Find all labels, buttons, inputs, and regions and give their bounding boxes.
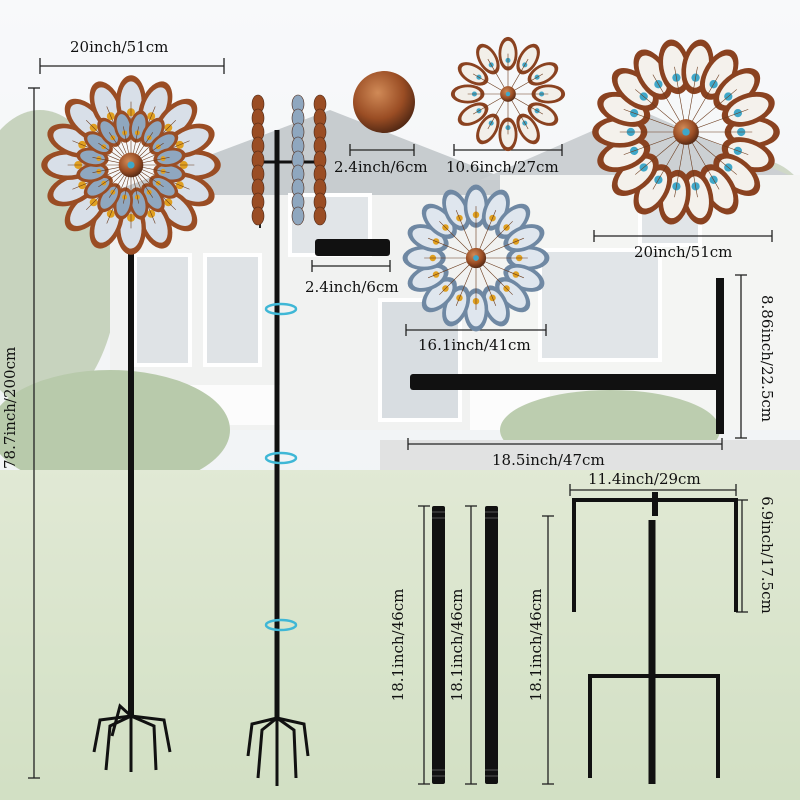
spinner-width-label: 20inch/51cm: [70, 38, 169, 56]
copper-cap: [353, 71, 415, 133]
assembled-spinner: [41, 75, 221, 772]
ground-base-stake: [572, 492, 738, 784]
large-copper-wheel: [592, 39, 780, 225]
pole-segment-1-label: 18.1inch/46cm: [389, 588, 407, 702]
pole-segments: [432, 506, 498, 784]
stake-base-side: [246, 716, 310, 786]
pole-segment-2-label: 18.1inch/46cm: [448, 588, 466, 702]
t-bar-stake: [410, 278, 724, 434]
base-width-label: 11.4inch/29cm: [588, 470, 701, 488]
total-height-label: 78.7inch/200cm: [1, 346, 19, 469]
t-bar-length-label: 18.5inch/47cm: [492, 451, 605, 469]
connector-tube: [315, 239, 390, 256]
assembled-spinner-side: [246, 94, 327, 786]
pole-segment-3-label: 18.1inch/46cm: [527, 588, 545, 702]
medium-wheel-label: 16.1inch/41cm: [418, 336, 531, 354]
large-wheel-label: 20inch/51cm: [634, 243, 733, 261]
dimension-lines: [28, 58, 773, 785]
spinner-wheel-front: [41, 75, 221, 255]
stake-base: [92, 703, 172, 772]
medium-blue-wheel: [402, 184, 550, 332]
cap-diameter-label: 2.4inch/6cm: [334, 158, 428, 176]
t-bar-height-label: 8.86inch/22.5cm: [758, 295, 776, 422]
small-wheel-label: 10.6inch/27cm: [446, 158, 559, 176]
rotate-arrow-icon: [264, 302, 298, 632]
connector-length-label: 2.4inch/6cm: [305, 278, 399, 296]
small-copper-wheel: [450, 36, 566, 152]
base-height-label: 6.9inch/17.5cm: [758, 496, 776, 614]
